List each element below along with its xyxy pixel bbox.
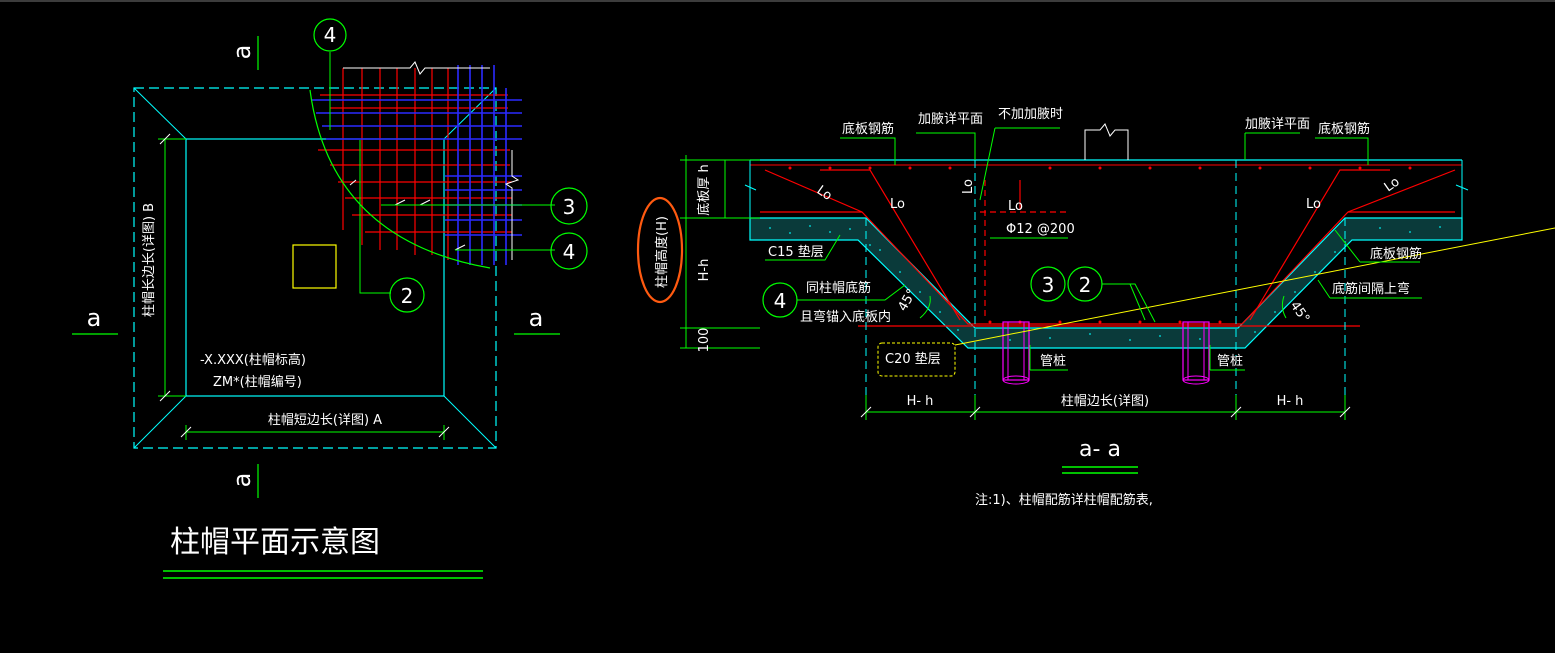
lo-label-2: Lo: [890, 197, 905, 212]
label-rebar-spec: Φ12 @200: [1006, 222, 1075, 237]
section-mark-left: a: [72, 304, 118, 335]
label-c15: C15 垫层: [768, 244, 824, 260]
section-callout-3-text: 3: [1042, 273, 1055, 297]
section-title: a- a: [1079, 437, 1121, 462]
section-rebars: [760, 169, 1456, 327]
slab-thickness-text: 底板厚 h: [696, 164, 712, 215]
section-vertical-dimensions: 底板厚 h H-h 100 柱帽高度(H): [636, 155, 760, 353]
lo-label-4: Lo: [1008, 199, 1023, 214]
svg-text:a: a: [228, 45, 256, 60]
dimension-short-text: 柱帽短边长(详图) A: [268, 412, 382, 428]
section-callout-2-text: 2: [1079, 273, 1092, 297]
label-no-haunch: 不加加腋时: [998, 107, 1063, 122]
label-bend-anchor: 且弯锚入底板内: [800, 309, 891, 325]
plan-callout-3: 3: [550, 187, 588, 225]
section-mark-bottom: a: [228, 464, 259, 498]
svg-text:a: a: [529, 304, 544, 332]
dim-mid-text: 柱帽边长(详图): [1061, 393, 1149, 409]
dim-left-text: H- h: [907, 394, 934, 409]
label-pile-2: 管桩: [1217, 354, 1243, 369]
column-square: [292, 244, 337, 289]
highlight-circle: [636, 196, 684, 304]
plan-callout-4-top: 4: [313, 18, 347, 52]
dimension-short-side: 柱帽短边长(详图) A: [180, 412, 450, 440]
lo-label-1: Lo: [814, 183, 835, 204]
column-cap-inner: [185, 138, 445, 397]
label-bottom-rebar-left: 底板钢筋: [842, 121, 894, 137]
lo-label-3: Lo: [961, 179, 976, 194]
lo-label-6: Lo: [1382, 174, 1403, 195]
lo-label-5: Lo: [1306, 197, 1321, 212]
section-mark-right: a: [514, 304, 560, 335]
note-text: 注:1)、柱帽配筋详柱帽配筋表,: [975, 492, 1153, 508]
label-pile-1: 管桩: [1040, 354, 1066, 369]
section-callout-4-text: 4: [774, 289, 787, 313]
svg-text:a: a: [228, 473, 256, 488]
c20-label-box: [877, 342, 956, 377]
label-bottom-bend: 底筋间隔上弯: [1332, 281, 1410, 297]
label-haunch-right: 加腋详平面: [1245, 117, 1310, 132]
plan-callout-2-text: 2: [401, 284, 414, 308]
dim-right-text: H- h: [1277, 394, 1304, 409]
plan-callout-4-top-text: 4: [324, 23, 337, 47]
dimension-long-text: 柱帽长边长(详图) B: [141, 203, 157, 317]
plan-callout-2: 2: [389, 277, 425, 313]
rebar-zone-arc: [309, 89, 491, 269]
cap-elevation-text: -X.XXX(柱帽标高): [200, 352, 306, 368]
label-same-cap-rebar: 同柱帽底筋: [806, 280, 871, 296]
dimension-long-side: 柱帽长边长(详图) B: [141, 133, 186, 402]
label-haunch-left: 加腋详平面: [918, 112, 983, 127]
plan-callout-4-right-text: 4: [563, 240, 576, 264]
section-mark-top: a: [228, 36, 259, 70]
cap-outline: [133, 87, 497, 449]
pile-right: [1182, 321, 1210, 385]
section-view: 底板厚 h H-h 100 柱帽高度(H) 底板钢筋 加腋详平面 不加加腋时 加…: [636, 107, 1555, 508]
label-bottom-rebar-right: 底板钢筋: [1318, 121, 1370, 137]
cap-code-text: ZM*(柱帽编号): [213, 374, 302, 390]
label-bottom-rebar-r2: 底板钢筋: [1370, 246, 1422, 262]
dim-100-text: 100: [697, 328, 712, 353]
plan-title: 柱帽平面示意图: [170, 525, 380, 560]
plan-callout-3-text: 3: [563, 195, 576, 219]
section-horizontal-dimensions: H- h 柱帽边长(详图) H- h: [860, 393, 1351, 420]
cushion-speckle: [769, 225, 1441, 341]
cap-height-text: 柱帽高度(H): [654, 216, 670, 288]
svg-text:a: a: [87, 304, 102, 332]
hh-vertical-text: H-h: [697, 259, 712, 282]
label-c20: C20 垫层: [885, 351, 941, 367]
plan-view: 4 3 4 2 a a a a: [72, 18, 588, 579]
plan-callout-4-right: 4: [550, 232, 588, 270]
section-callout-3: 3: [1030, 266, 1066, 302]
